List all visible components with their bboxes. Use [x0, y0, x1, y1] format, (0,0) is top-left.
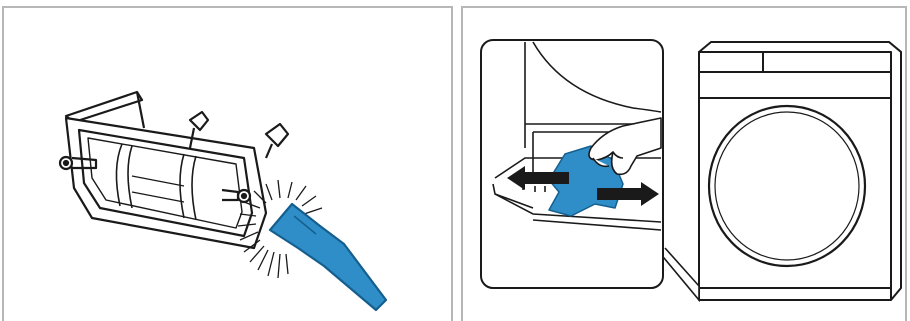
cleaning-brush-icon — [270, 204, 386, 310]
filter-cleaning-illustration — [4, 8, 453, 321]
filter-area-illustration — [463, 8, 907, 321]
dryer-door-icon — [709, 106, 865, 266]
filter-cleaning-panel — [2, 6, 453, 321]
filter-area-panel — [461, 6, 907, 321]
